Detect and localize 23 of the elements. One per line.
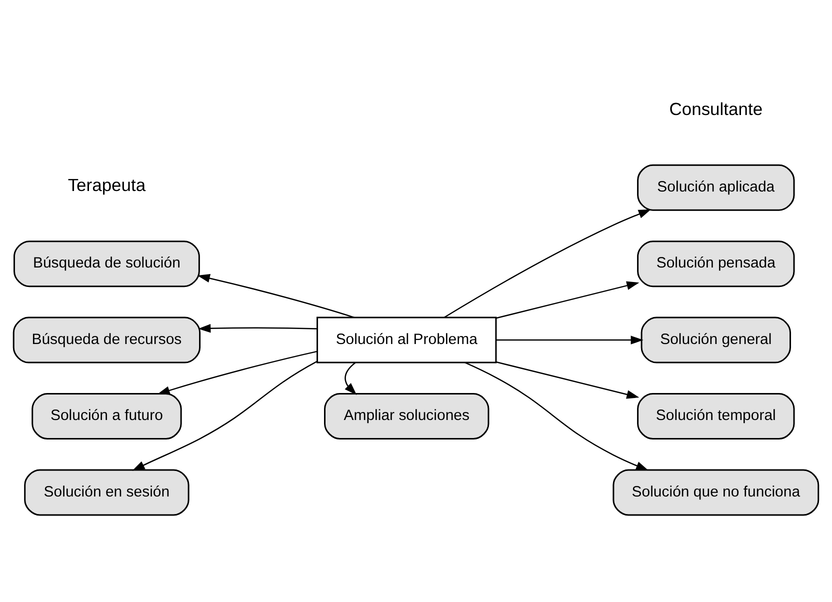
node-box: Solución a futuro bbox=[32, 393, 182, 440]
arrow bbox=[157, 350, 318, 395]
arrow bbox=[444, 209, 652, 318]
node-box: Ampliar soluciones bbox=[324, 393, 490, 440]
node-box: Solución temporal bbox=[637, 393, 795, 440]
arrow bbox=[197, 274, 354, 318]
arrow bbox=[496, 336, 644, 344]
node-box: Solución general bbox=[640, 316, 792, 364]
arrow bbox=[344, 362, 357, 395]
arrow bbox=[496, 281, 640, 319]
node-box: Solución al Problema bbox=[316, 316, 497, 364]
node-box: Búsqueda de solución bbox=[14, 240, 200, 288]
arrow bbox=[496, 361, 640, 399]
node-box: Solución aplicada bbox=[637, 164, 795, 211]
arrow bbox=[198, 324, 317, 333]
node-box: Solución que no funciona bbox=[612, 469, 820, 516]
node-box: Solución pensada bbox=[637, 240, 795, 288]
label: Consultante bbox=[669, 98, 763, 119]
node-box: Solución en sesión bbox=[24, 469, 190, 516]
label: Terapeuta bbox=[68, 174, 146, 195]
arrow bbox=[464, 362, 649, 471]
arrow bbox=[132, 360, 318, 471]
node-box: Búsqueda de recursos bbox=[12, 316, 201, 364]
